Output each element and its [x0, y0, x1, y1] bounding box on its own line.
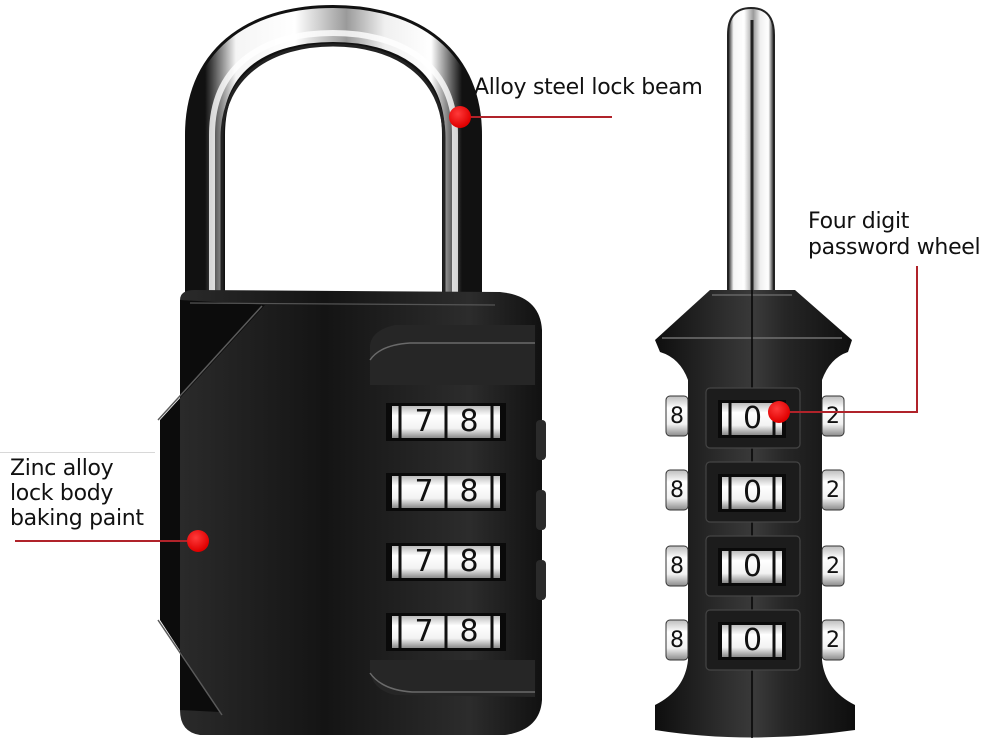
callout-wheel-line-vertical [916, 266, 918, 413]
wheel-edge-digit: 8 [670, 478, 684, 503]
wheel-digit: 0 [742, 401, 763, 436]
wheel-digit: 0 [742, 475, 763, 510]
callout-beam-text: Alloy steel lock beam [474, 75, 703, 100]
callout-wheel-marker-icon [768, 401, 790, 423]
front-wheel-windows [386, 403, 506, 651]
callout-beam-line [460, 116, 612, 118]
callout-wheel-line2: password wheel [808, 235, 981, 260]
wheel-digit: 8 [459, 544, 479, 579]
callout-body-line3: baking paint [10, 506, 144, 531]
wheel-edge-digit: 2 [826, 404, 840, 429]
wheel-digit: 8 [459, 474, 479, 509]
wheel-edge-digit: 8 [670, 628, 684, 653]
callout-body-line1: Zinc alloy [10, 456, 114, 481]
callout-body-marker-icon [187, 530, 209, 552]
wheel-edge-digit: 2 [826, 554, 840, 579]
callout-body-top-rule [0, 452, 155, 453]
front-lock-body [157, 290, 546, 735]
wheel-edge-digit: 8 [670, 404, 684, 429]
wheel-digit: 0 [742, 623, 763, 658]
side-lock-body [655, 290, 855, 738]
callout-beam-marker-icon [449, 106, 471, 128]
side-shackle [727, 6, 775, 301]
callout-body-line2: lock body [10, 481, 114, 506]
wheel-digit: 7 [414, 614, 434, 649]
wheel-edge-digit: 8 [670, 554, 684, 579]
callout-wheel-line1: Four digit [808, 209, 910, 234]
wheel-edge-digit: 2 [826, 478, 840, 503]
wheel-digit: 7 [414, 544, 434, 579]
wheel-digit: 7 [414, 474, 434, 509]
front-shackle [185, 4, 482, 300]
wheel-edge-digit: 2 [826, 628, 840, 653]
callout-body-line [15, 540, 200, 542]
wheel-digit: 0 [742, 549, 763, 584]
callout-wheel-line-horizontal [780, 411, 918, 413]
wheel-digit: 7 [414, 404, 434, 439]
wheel-digit: 8 [459, 614, 479, 649]
wheel-digit: 8 [459, 404, 479, 439]
